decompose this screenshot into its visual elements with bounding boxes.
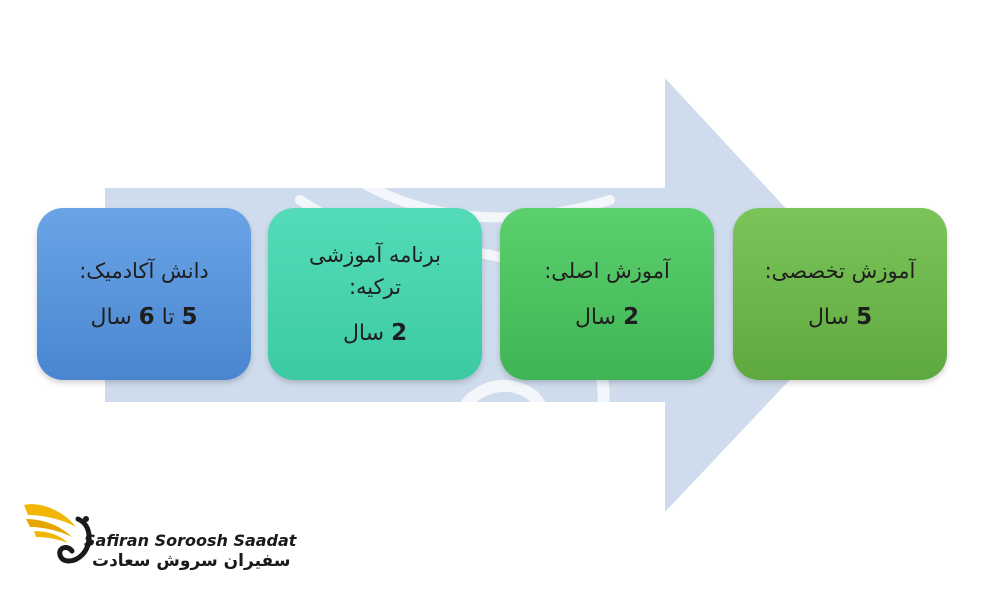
step-duration: 5 سال — [807, 303, 873, 330]
step-duration: 2 سال — [574, 303, 640, 330]
step-title: برنامه آموزشی ترکیه: — [308, 242, 442, 299]
step-title: دانش آکادمیک: — [79, 258, 209, 283]
brand-name-fa: سفیران سروش سعادت — [92, 551, 291, 571]
step-title: آموزش تخصصی: — [764, 258, 916, 283]
bird-wing-icon — [24, 504, 92, 564]
step-title: آموزش اصلی: — [544, 258, 670, 283]
step-card-academic: دانش آکادمیک: 5 تا 6 سال — [37, 208, 251, 380]
step-duration: 5 تا 6 سال — [90, 303, 198, 330]
brand-name-en: Safiran Soroosh Saadat — [84, 531, 297, 550]
brand-logo: Safiran Soroosh Saadat سفیران سروش سعادت — [20, 497, 300, 577]
step-card-turkey-program: برنامه آموزشی ترکیه: 2 سال — [268, 208, 482, 380]
step-duration: 2 سال — [342, 319, 408, 346]
step-card-specialized-training: آموزش تخصصی: 5 سال — [733, 208, 947, 380]
step-card-main-training: آموزش اصلی: 2 سال — [500, 208, 714, 380]
